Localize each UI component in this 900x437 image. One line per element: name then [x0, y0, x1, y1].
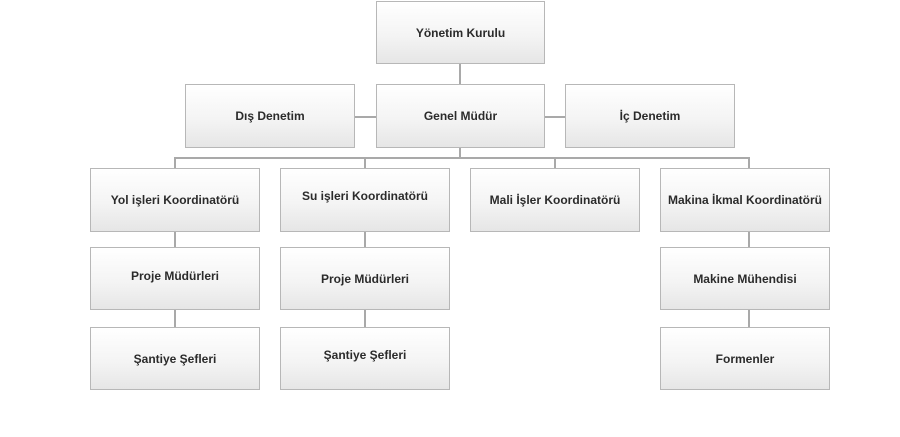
connector-road-level2 [174, 231, 176, 248]
connector-road-drop [174, 157, 176, 169]
node-road-coordinator: Yol işleri Koordinatörü [90, 168, 260, 232]
connector-water-level2 [364, 231, 366, 248]
node-road-project-managers: Proje Müdürleri [90, 247, 260, 310]
connector-finance-drop [554, 157, 556, 169]
node-board: Yönetim Kurulu [376, 1, 545, 64]
node-internal-audit: İç Denetim [565, 84, 735, 148]
connector-machinery-level2 [748, 231, 750, 248]
node-road-site-chiefs: Şantiye Şefleri [90, 327, 260, 390]
connector-internal-audit [544, 116, 566, 118]
connector-machinery-level3 [748, 309, 750, 328]
connector-water-level3 [364, 309, 366, 328]
connector-external-audit [354, 116, 376, 118]
connector-board-to-gm [459, 63, 461, 85]
connector-horizontal-bus [174, 157, 750, 159]
connector-machinery-drop [748, 157, 750, 169]
node-foremen: Formenler [660, 327, 830, 390]
node-general-manager: Genel Müdür [376, 84, 545, 148]
connector-road-level3 [174, 309, 176, 328]
node-external-audit: Dış Denetim [185, 84, 355, 148]
node-water-project-managers: Proje Müdürleri [280, 247, 450, 310]
node-water-coordinator: Su işleri Koordinatörü [280, 168, 450, 232]
connector-gm-down [459, 147, 461, 159]
connector-water-drop [364, 157, 366, 169]
node-finance-coordinator: Mali İşler Koordinatörü [470, 168, 640, 232]
node-water-site-chiefs: Şantiye Şefleri [280, 327, 450, 390]
node-machinery-coordinator: Makina İkmal Koordinatörü [660, 168, 830, 232]
node-machine-engineer: Makine Mühendisi [660, 247, 830, 310]
